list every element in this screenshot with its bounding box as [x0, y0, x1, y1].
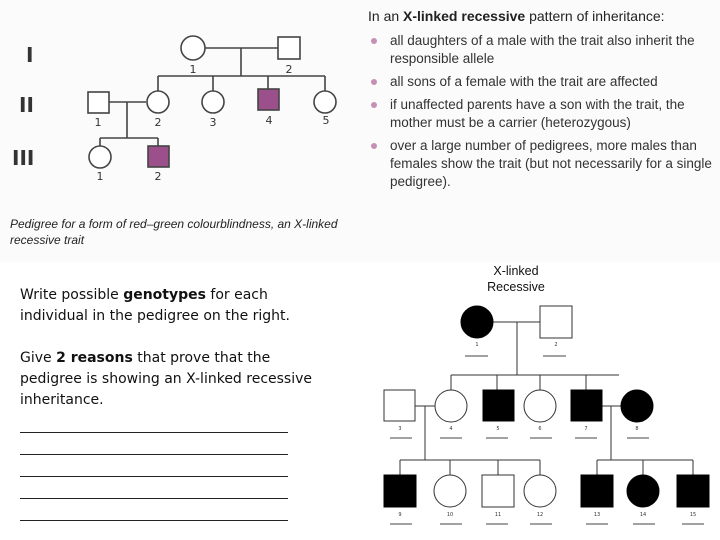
textbook-ind-II3-female	[201, 90, 225, 114]
exercise-ind-4-female	[434, 389, 468, 423]
rule-item: if unaffected parents have a son with th…	[368, 96, 713, 132]
task-reasons: Give 2 reasons that prove that the pedig…	[20, 348, 320, 411]
textbook-ind-I2-male	[277, 36, 301, 60]
gen-label-1: I	[26, 43, 33, 67]
exercise-label-13: 13	[594, 512, 600, 518]
task-reasons-pre: Give	[20, 350, 57, 366]
task-genotypes-post: for each individual in the pedigree on t…	[20, 287, 290, 324]
exercise-label-12: 12	[537, 512, 543, 518]
rule-text: if unaffected parents have a son with th…	[390, 97, 685, 130]
exercise-label-8: 8	[635, 426, 638, 432]
exercise-label-10: 10	[447, 512, 453, 518]
textbook-label-I2: 2	[286, 63, 293, 76]
textbook-label-II4: 4	[266, 114, 273, 127]
textbook-pedigree-lines	[99, 47, 326, 146]
exercise-label-15: 15	[690, 512, 696, 518]
exercise-ind-9-affected-male	[383, 474, 417, 508]
exercise-ind-5-affected-male	[482, 389, 515, 422]
bullet-dot-icon	[371, 143, 377, 149]
task-reasons-post: that prove that the pedigree is showing …	[20, 350, 313, 408]
exercise-ind-7-affected-male	[570, 389, 603, 422]
exercise-title-line1: X-linked	[493, 264, 539, 278]
exercise-ind-12-female	[523, 474, 557, 508]
exercise-ind-14-affected-female	[626, 474, 660, 508]
exercise-ind-13-affected-male	[580, 474, 614, 508]
rule-text: all daughters of a male with the trait a…	[390, 33, 695, 66]
exercise-label-5: 5	[496, 426, 499, 432]
textbook-ind-II4-affected-male	[257, 88, 280, 111]
task-genotypes-bold: genotypes	[123, 287, 206, 303]
textbook-label-II3: 3	[210, 116, 217, 129]
exercise-genotype-blanks	[390, 355, 704, 525]
exercise-label-3: 3	[398, 426, 401, 432]
textbook-ind-III2-affected-male	[147, 145, 170, 168]
exercise-ind-15-affected-male	[676, 474, 710, 508]
rule-item: all sons of a female with the trait are …	[368, 73, 713, 91]
answer-line	[20, 411, 288, 433]
exercise-label-6: 6	[538, 426, 541, 432]
bullet-dot-icon	[371, 102, 377, 108]
exercise-title-line2: Recessive	[487, 280, 545, 294]
exercise-ind-11-male	[481, 474, 515, 508]
exercise-ind-2-male	[539, 305, 573, 339]
exercise-title: X-linked Recessive	[470, 263, 562, 295]
exercise-label-14: 14	[640, 512, 646, 518]
rule-item: over a large number of pedigrees, more m…	[368, 137, 713, 191]
rules-heading: In an X-linked recessive pattern of inhe…	[368, 8, 665, 24]
answer-line	[20, 477, 288, 499]
exercise-ind-1-affected-female	[460, 305, 494, 339]
answer-lines	[20, 411, 320, 521]
exercise-label-11: 11	[495, 512, 501, 518]
gen-label-2: II	[19, 93, 34, 117]
textbook-pedigree-panel: I II III 1 2 1 2 3 4	[0, 0, 360, 262]
exercise-label-7: 7	[584, 426, 587, 432]
textbook-label-II2: 2	[155, 116, 162, 129]
exercise-label-4: 4	[449, 426, 452, 432]
answer-line	[20, 455, 288, 477]
textbook-label-III1: 1	[97, 170, 104, 183]
exercise-label-1: 1	[475, 342, 478, 348]
exercise-ind-10-female	[433, 474, 467, 508]
rules-list: all daughters of a male with the trait a…	[368, 32, 713, 196]
task-genotypes-pre: Write possible	[20, 287, 124, 303]
textbook-ind-II5-female	[313, 90, 337, 114]
rules-heading-suffix: pattern of inheritance:	[525, 8, 665, 24]
answer-line	[20, 499, 288, 521]
exercise-ind-8-affected-female	[620, 389, 654, 423]
task-instructions: Write possible genotypes for each indivi…	[20, 285, 320, 521]
gen-label-3: III	[12, 146, 34, 170]
textbook-ind-III1-female	[88, 145, 112, 169]
exercise-label-9: 9	[398, 512, 401, 518]
rule-text: over a large number of pedigrees, more m…	[390, 138, 712, 189]
exercise-ind-3-male	[383, 389, 416, 422]
rules-panel: In an X-linked recessive pattern of inhe…	[360, 0, 720, 262]
bullet-dot-icon	[371, 38, 377, 44]
exercise-pedigree-diagram: 1 2 3 4 5 6 7 8 9 10 11 12 13 14 15	[383, 305, 710, 525]
textbook-pedigree-caption: Pedigree for a form of red–green colourb…	[10, 217, 338, 247]
textbook-label-III2: 2	[155, 170, 162, 183]
rules-heading-prefix: In an	[368, 8, 404, 24]
textbook-ind-I1-female	[180, 35, 206, 61]
rule-text: all sons of a female with the trait are …	[390, 74, 658, 89]
textbook-label-I1: 1	[190, 63, 197, 76]
exercise-label-2: 2	[554, 342, 557, 348]
rule-item: all daughters of a male with the trait a…	[368, 32, 713, 68]
textbook-pedigree-diagram: I II III 1 2 1 2 3 4	[12, 35, 337, 183]
rules-heading-bold: X-linked recessive	[403, 8, 526, 24]
textbook-label-II5: 5	[323, 114, 330, 127]
answer-line	[20, 433, 288, 455]
exercise-pedigree-lines	[399, 321, 694, 475]
textbook-ind-II2-female	[146, 90, 170, 114]
textbook-ind-II1-male	[87, 91, 110, 114]
textbook-label-II1: 1	[95, 116, 102, 129]
task-reasons-bold: 2 reasons	[56, 350, 133, 366]
bullet-dot-icon	[371, 79, 377, 85]
task-genotypes: Write possible genotypes for each indivi…	[20, 285, 320, 327]
exercise-ind-6-female	[523, 389, 557, 423]
